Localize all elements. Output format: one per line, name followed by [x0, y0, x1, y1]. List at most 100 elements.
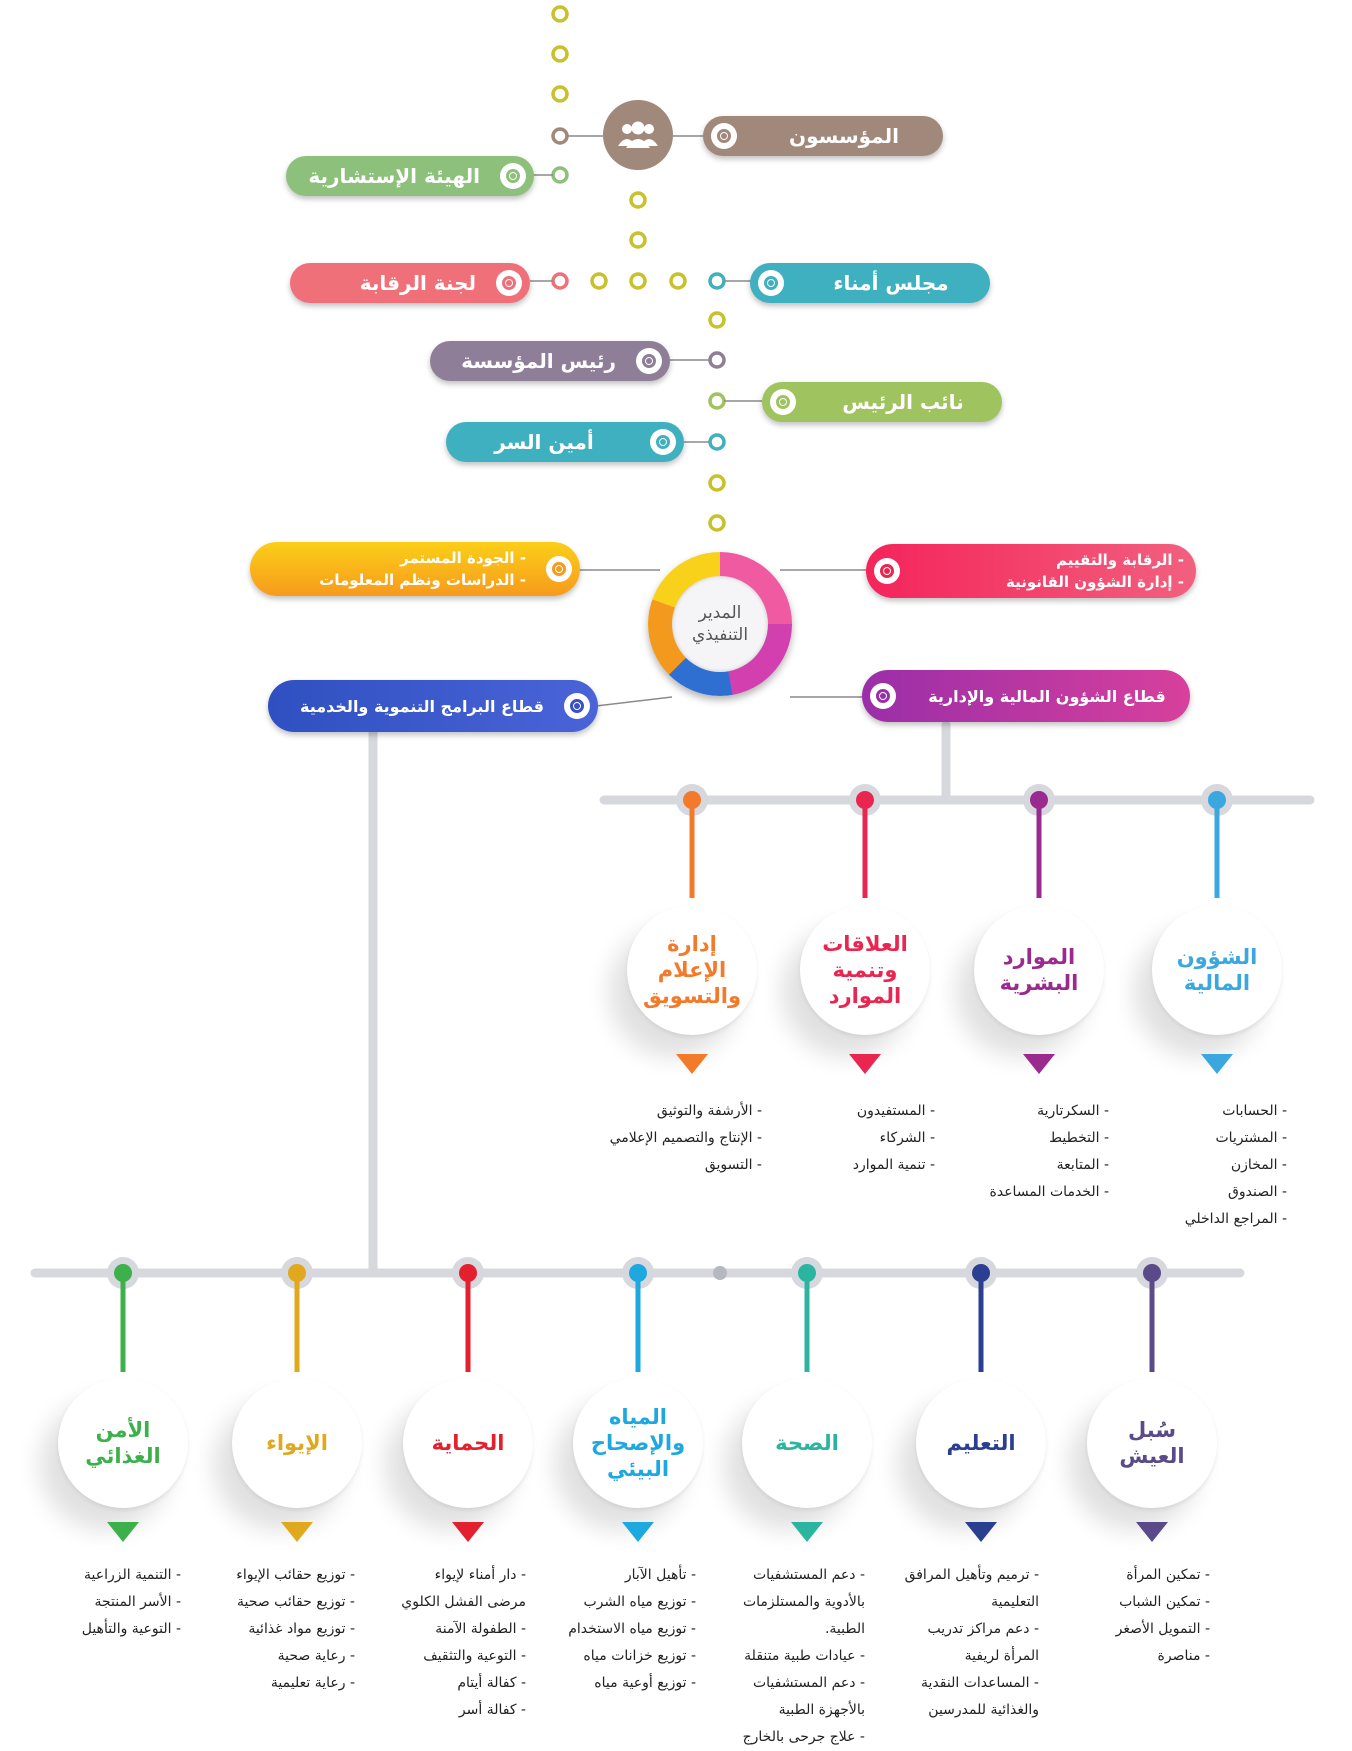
target-icon — [870, 683, 896, 709]
program-department-circle[interactable]: الإيواء — [232, 1378, 362, 1508]
program-department-items: - دار أمناء لإيواء مرضى الفشل الكلوي - الط… — [401, 1562, 526, 1724]
list-item: - الشركاء — [879, 1130, 935, 1146]
down-triangle-icon — [281, 1522, 313, 1542]
admin-connector-dot — [1208, 791, 1226, 809]
vice-president-label: نائب الرئيس — [842, 390, 964, 414]
list-item: - كفالة أسر — [458, 1702, 526, 1718]
list-item: - توزيع أوعية مياه — [594, 1675, 696, 1691]
list-item: - المراجع الداخلي — [1184, 1211, 1287, 1227]
program-department-circle[interactable]: الصحة — [742, 1378, 872, 1508]
list-item: - رعاية تعليمية — [270, 1675, 355, 1691]
list-item: - دعم المستشفيات — [752, 1675, 865, 1691]
programs-sector-box[interactable]: قطاع البرامج التنموية والخدمية — [268, 680, 598, 732]
list-item: - الصندوق — [1228, 1184, 1287, 1200]
program-connector-dot — [629, 1264, 647, 1282]
program-department-items: - التنمية الزراعية- الأسر المنتجة- التوع… — [82, 1562, 181, 1643]
founders-box[interactable]: المؤسسون — [703, 116, 943, 156]
list-item: المرأة لريفية — [964, 1648, 1039, 1664]
oversight-label: لجنة الرقابة — [359, 271, 476, 295]
list-item: - التخطيط — [1049, 1130, 1109, 1146]
list-item: - الأسر المنتجة — [94, 1594, 181, 1610]
down-triangle-icon — [622, 1522, 654, 1542]
list-item: - عيادات طبية متنقلة — [744, 1648, 865, 1664]
quality-line-1: - الجودة المستمر — [400, 549, 526, 567]
admin-department-name: العلاقات وتنمية الموارد — [822, 932, 908, 1008]
list-item: - مناصرة — [1157, 1648, 1210, 1664]
list-item: - توزيع مواد غذائية — [248, 1621, 355, 1637]
list-item: - الخدمات المساعدة — [989, 1184, 1109, 1200]
control-line-1: - الرقابة والتقييم — [1056, 551, 1184, 569]
list-item: مرضى الفشل الكلوي — [401, 1594, 526, 1610]
list-item: - التسويق — [704, 1157, 762, 1173]
list-item: - دعم مراكز تدريب — [927, 1621, 1039, 1637]
list-item: - الطفولة الآمنة — [435, 1621, 526, 1637]
list-item: - تمكين الشباب — [1119, 1594, 1210, 1610]
program-department-circle[interactable]: الأمن الغذائي — [58, 1378, 188, 1508]
program-department-circle[interactable]: التعليم — [916, 1378, 1046, 1508]
list-item: - توزيع خزانات مياه — [583, 1648, 696, 1664]
list-item: الطبية. — [824, 1621, 865, 1637]
program-connector-dot — [459, 1264, 477, 1282]
admin-department-name: الموارد البشرية — [999, 945, 1079, 995]
program-department-items: - تأهيل الآبار- توزيع مياه الشرب- توزيع … — [568, 1562, 696, 1697]
admin-department-name: الشؤون المالية — [1176, 945, 1258, 995]
program-department-name: الصحة — [775, 1431, 839, 1455]
advisory-box[interactable]: الهيئة الإستشارية — [286, 156, 534, 196]
admin-department-items: - السكرتارية- التخطيط- المتابعة- الخدمات… — [990, 1098, 1109, 1206]
control-line-2: - إدارة الشؤون القانونية — [1005, 573, 1184, 591]
list-item: - التنمية الزراعية — [84, 1567, 181, 1583]
program-department-items: - تمكين المرأة- تمكين الشباب- التمويل ال… — [1116, 1562, 1210, 1670]
target-icon — [500, 163, 526, 189]
quality-box[interactable]: - الجودة المستمر - الدراسات ونظم المعلوم… — [250, 542, 580, 596]
secretary-box[interactable]: أمين السر — [446, 422, 684, 462]
program-department-name: المياه والإصحاح البيئي — [590, 1405, 686, 1481]
program-connector-dot — [972, 1264, 990, 1282]
list-item: - التوعية والتثقيف — [423, 1648, 526, 1664]
list-item: التعليمية — [991, 1594, 1039, 1610]
list-item: - المخازن — [1230, 1157, 1287, 1173]
program-department-circle[interactable]: المياه والإصحاح البيئي — [573, 1378, 703, 1508]
program-department-name: سُبل العيش — [1119, 1418, 1185, 1468]
program-department-circle[interactable]: سُبل العيش — [1087, 1378, 1217, 1508]
admin-department-circle[interactable]: الشؤون المالية — [1152, 905, 1282, 1035]
down-triangle-icon — [1023, 1054, 1055, 1074]
finance-sector-label: قطاع الشؤون المالية والإدارية — [928, 686, 1166, 706]
program-department-circle[interactable]: الحماية — [403, 1378, 533, 1508]
list-item: - الأرشفة والتوثيق — [656, 1103, 762, 1119]
president-box[interactable]: رئيس المؤسسة — [430, 341, 670, 381]
list-item: والغذائية للمدرسين — [928, 1702, 1039, 1718]
admin-department-circle[interactable]: إدارة الإعلام والتسويق — [627, 905, 757, 1035]
list-item: - دعم المستشفيات — [752, 1567, 865, 1583]
list-item: - الحسابات — [1222, 1103, 1287, 1119]
list-item: - المستفيدون — [856, 1103, 935, 1119]
admin-department-circle[interactable]: الموارد البشرية — [974, 905, 1104, 1035]
admin-department-items: - المستفيدون- الشركاء- تنمية الموارد — [853, 1098, 935, 1179]
founders-label: المؤسسون — [789, 124, 899, 148]
executive-director-label: المدير التنفيذي — [672, 576, 768, 672]
trustees-label: مجلس أمناء — [833, 271, 949, 295]
executive-director-hub[interactable]: المدير التنفيذي — [648, 552, 792, 696]
list-item: - السكرتارية — [1037, 1103, 1109, 1119]
list-item: - توزيع مياه الاستخدام — [568, 1621, 696, 1637]
people-icon — [603, 100, 673, 170]
admin-department-circle[interactable]: العلاقات وتنمية الموارد — [800, 905, 930, 1035]
list-item: - دار أمناء لإيواء — [434, 1567, 526, 1583]
down-triangle-icon — [676, 1054, 708, 1074]
trustees-box[interactable]: مجلس أمناء — [750, 263, 990, 303]
secretary-label: أمين السر — [494, 430, 594, 454]
program-department-name: التعليم — [946, 1431, 1016, 1455]
quality-line-2: - الدراسات ونظم المعلومات — [319, 571, 526, 589]
program-connector-dot — [798, 1264, 816, 1282]
control-box[interactable]: - الرقابة والتقييم - إدارة الشؤون القانو… — [866, 544, 1196, 598]
vice-president-box[interactable]: نائب الرئيس — [762, 382, 1002, 422]
oversight-box[interactable]: لجنة الرقابة — [290, 263, 530, 303]
list-item: - التمويل الأصغر — [1115, 1621, 1210, 1637]
target-icon — [874, 558, 900, 584]
program-department-name: الحماية — [431, 1431, 505, 1455]
list-item: - المساعدات النقدية — [921, 1675, 1039, 1691]
finance-sector-box[interactable]: قطاع الشؤون المالية والإدارية — [862, 670, 1190, 722]
admin-connector-dot — [856, 791, 874, 809]
program-connector-dot — [114, 1264, 132, 1282]
